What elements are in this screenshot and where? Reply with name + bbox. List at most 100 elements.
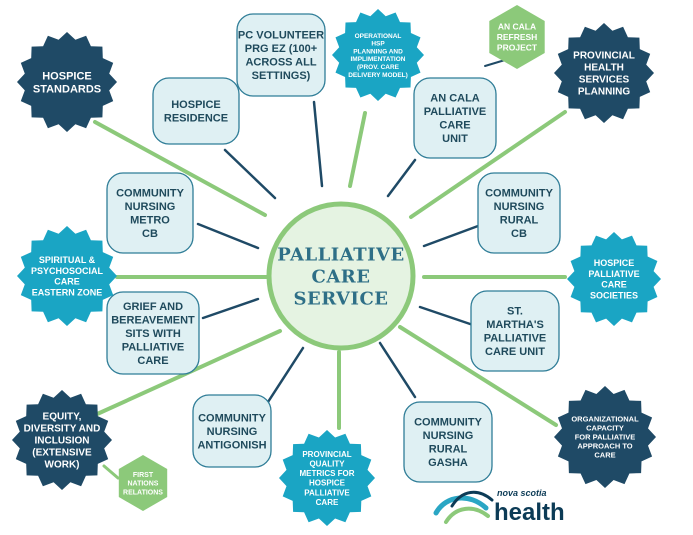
- node-box-community-nursing-rural-gasha: [403, 401, 493, 483]
- logo-wave-navy-icon: [450, 490, 494, 508]
- node-an-cala-unit-line-4: UNIT: [442, 133, 468, 145]
- badge-hospice-standards: HOSPICE STANDARDS: [17, 32, 117, 132]
- badge-spiritual-psychosocial-line-1: SPIRITUAL &: [39, 255, 96, 265]
- connector-line-3: [312, 100, 324, 188]
- connector-line-19: [102, 464, 120, 480]
- badge-spiritual-psychosocial-line-3: CARE: [54, 277, 80, 287]
- badge-operational-hsp-line-5: (PROV. CARE: [357, 64, 400, 71]
- node-community-nursing-rural-cb-line-2: NURSING: [494, 201, 545, 213]
- node-grief-bereavement-line-5: CARE: [137, 355, 168, 367]
- node-grief-bereavement-line-2: BEREAVEMENT: [111, 314, 195, 326]
- node-st-marthas-line-4: CARE UNIT: [485, 346, 545, 358]
- node-box-community-nursing-antigonish: [192, 394, 272, 468]
- connector-line-9: [422, 224, 480, 248]
- node-an-cala-unit-line-1: AN CALA: [430, 93, 480, 105]
- connector-line-4: [348, 111, 367, 188]
- badge-equity-diversity-line-5: WORK): [45, 460, 80, 471]
- node-pc-volunteer-line-2: PRG EZ (100+: [245, 43, 317, 55]
- badge-hospice-palliative-societies-line-3: CARE: [601, 280, 627, 290]
- badge-hospice-palliative-societies-line-4: SOCIETIES: [590, 290, 638, 300]
- center-title-line-3: SERVICE: [294, 288, 389, 309]
- badge-hospice-standards-line-1: HOSPICE: [42, 70, 92, 82]
- badge-hospice-standards-line-2: STANDARDS: [33, 84, 101, 96]
- node-grief-bereavement-line-3: SITS WITH: [125, 328, 181, 340]
- node-hospice-residence: HOSPICE RESIDENCE: [152, 77, 240, 145]
- badge-provincial-quality-metrics-line-5: PALLIATIVE: [304, 488, 350, 497]
- center-circle: [266, 201, 416, 351]
- badge-equity-diversity-line-3: INCLUSION: [35, 436, 90, 447]
- node-community-nursing-rural-gasha-line-3: RURAL: [429, 444, 468, 456]
- node-pc-volunteer-line-1: PC VOLUNTEER: [238, 30, 324, 42]
- node-box-grief-bereavement: [106, 291, 200, 375]
- badge-shape-provincial-quality-metrics: [279, 430, 375, 526]
- node-st-marthas-line-1: ST.: [507, 306, 523, 318]
- badge-spiritual-psychosocial-line-2: PSYCHOSOCIAL: [31, 266, 104, 276]
- center-title-line-2: CARE: [312, 266, 371, 287]
- badge-organizational-capacity-line-3: FOR PALLIATIVE: [575, 433, 636, 442]
- badge-operational-hsp-line-1: OPERATIONAL: [355, 33, 402, 40]
- node-community-nursing-rural-gasha-line-2: NURSING: [423, 430, 474, 442]
- hex-first-nations-line-2: NATIONS: [128, 481, 159, 488]
- node-box-an-cala-unit: [413, 77, 497, 159]
- connector-line-6: [484, 59, 506, 67]
- center-title-line-1: PALLIATIVE: [277, 244, 404, 265]
- hex-shape-first-nations: [118, 455, 168, 511]
- badge-organizational-capacity-line-4: APPROACH TO: [577, 442, 632, 451]
- badge-operational-hsp-line-2: HSP: [371, 41, 385, 48]
- badge-equity-diversity-line-1: EQUITY,: [43, 412, 82, 423]
- badge-provincial-quality-metrics-line-6: CARE: [316, 498, 339, 507]
- badge-hospice-palliative-societies-line-2: PALLIATIVE: [588, 269, 639, 279]
- node-hospice-residence-line-2: RESIDENCE: [164, 113, 228, 125]
- badge-organizational-capacity-line-1: ORGANIZATIONAL: [571, 415, 639, 424]
- badge-provincial-health-services-line-2: HEALTH: [584, 63, 624, 74]
- badge-shape-operational-hsp: [332, 9, 424, 101]
- node-grief-bereavement-line-1: GRIEF AND: [123, 301, 183, 313]
- node-community-nursing-antigonish-line-3: ANTIGONISH: [197, 439, 266, 451]
- badge-provincial-quality-metrics-line-3: METRICS FOR: [299, 469, 354, 478]
- hex-an-cala-refresh-line-1: AN CALA: [498, 21, 536, 31]
- connector-line-7: [409, 110, 567, 219]
- hex-an-cala-refresh-line-3: PROJECT: [497, 43, 538, 53]
- node-box-st-marthas: [470, 290, 560, 372]
- badge-organizational-capacity-line-5: CARE: [594, 451, 615, 460]
- connector-line-8: [196, 222, 260, 250]
- connector-line-12: [201, 297, 260, 320]
- node-hospice-residence-line-1: HOSPICE: [171, 99, 221, 111]
- node-community-nursing-antigonish-line-2: NURSING: [207, 426, 258, 438]
- hex-an-cala-refresh-line-2: REFRESH: [497, 32, 538, 42]
- logo-subtitle: nova scotia: [497, 488, 547, 498]
- node-grief-bereavement-line-4: PALLIATIVE: [122, 341, 185, 353]
- connector-line-2: [223, 148, 277, 200]
- node-community-nursing-rural-gasha-line-1: COMMUNITY: [414, 417, 482, 429]
- node-box-pc-volunteer: [236, 13, 326, 97]
- badge-equity-diversity-line-4: (EXTENSIVE: [32, 448, 92, 459]
- badge-equity-diversity-line-2: DIVERSITY AND: [24, 424, 101, 435]
- hex-first-nations-line-3: RELATIONS: [123, 489, 163, 496]
- badge-operational-hsp-line-6: DELIVERY MODEL): [348, 72, 408, 79]
- node-community-nursing-metro-line-1: COMMUNITY: [116, 188, 184, 200]
- badge-shape-organizational-capacity: [554, 386, 656, 488]
- badge-organizational-capacity-line-2: CAPACITY: [586, 424, 624, 433]
- node-community-nursing-metro-line-3: METRO: [130, 215, 170, 227]
- badge-provincial-quality-metrics-line-2: QUALITY: [309, 459, 345, 468]
- node-community-nursing-rural-cb-line-1: COMMUNITY: [485, 188, 553, 200]
- node-an-cala-unit-line-2: PALLIATIVE: [424, 106, 487, 118]
- logo-wordmark: health: [494, 499, 565, 526]
- badge-provincial-quality-metrics-line-4: HOSPICE: [309, 479, 346, 488]
- badge-operational-hsp-line-3: PLANNING AND: [353, 48, 403, 55]
- connector-line-13: [418, 305, 478, 328]
- badge-shape-hospice-standards: [17, 32, 117, 132]
- node-community-nursing-metro-line-2: NURSING: [125, 201, 176, 213]
- node-community-nursing-rural-cb-line-3: RURAL: [500, 215, 539, 227]
